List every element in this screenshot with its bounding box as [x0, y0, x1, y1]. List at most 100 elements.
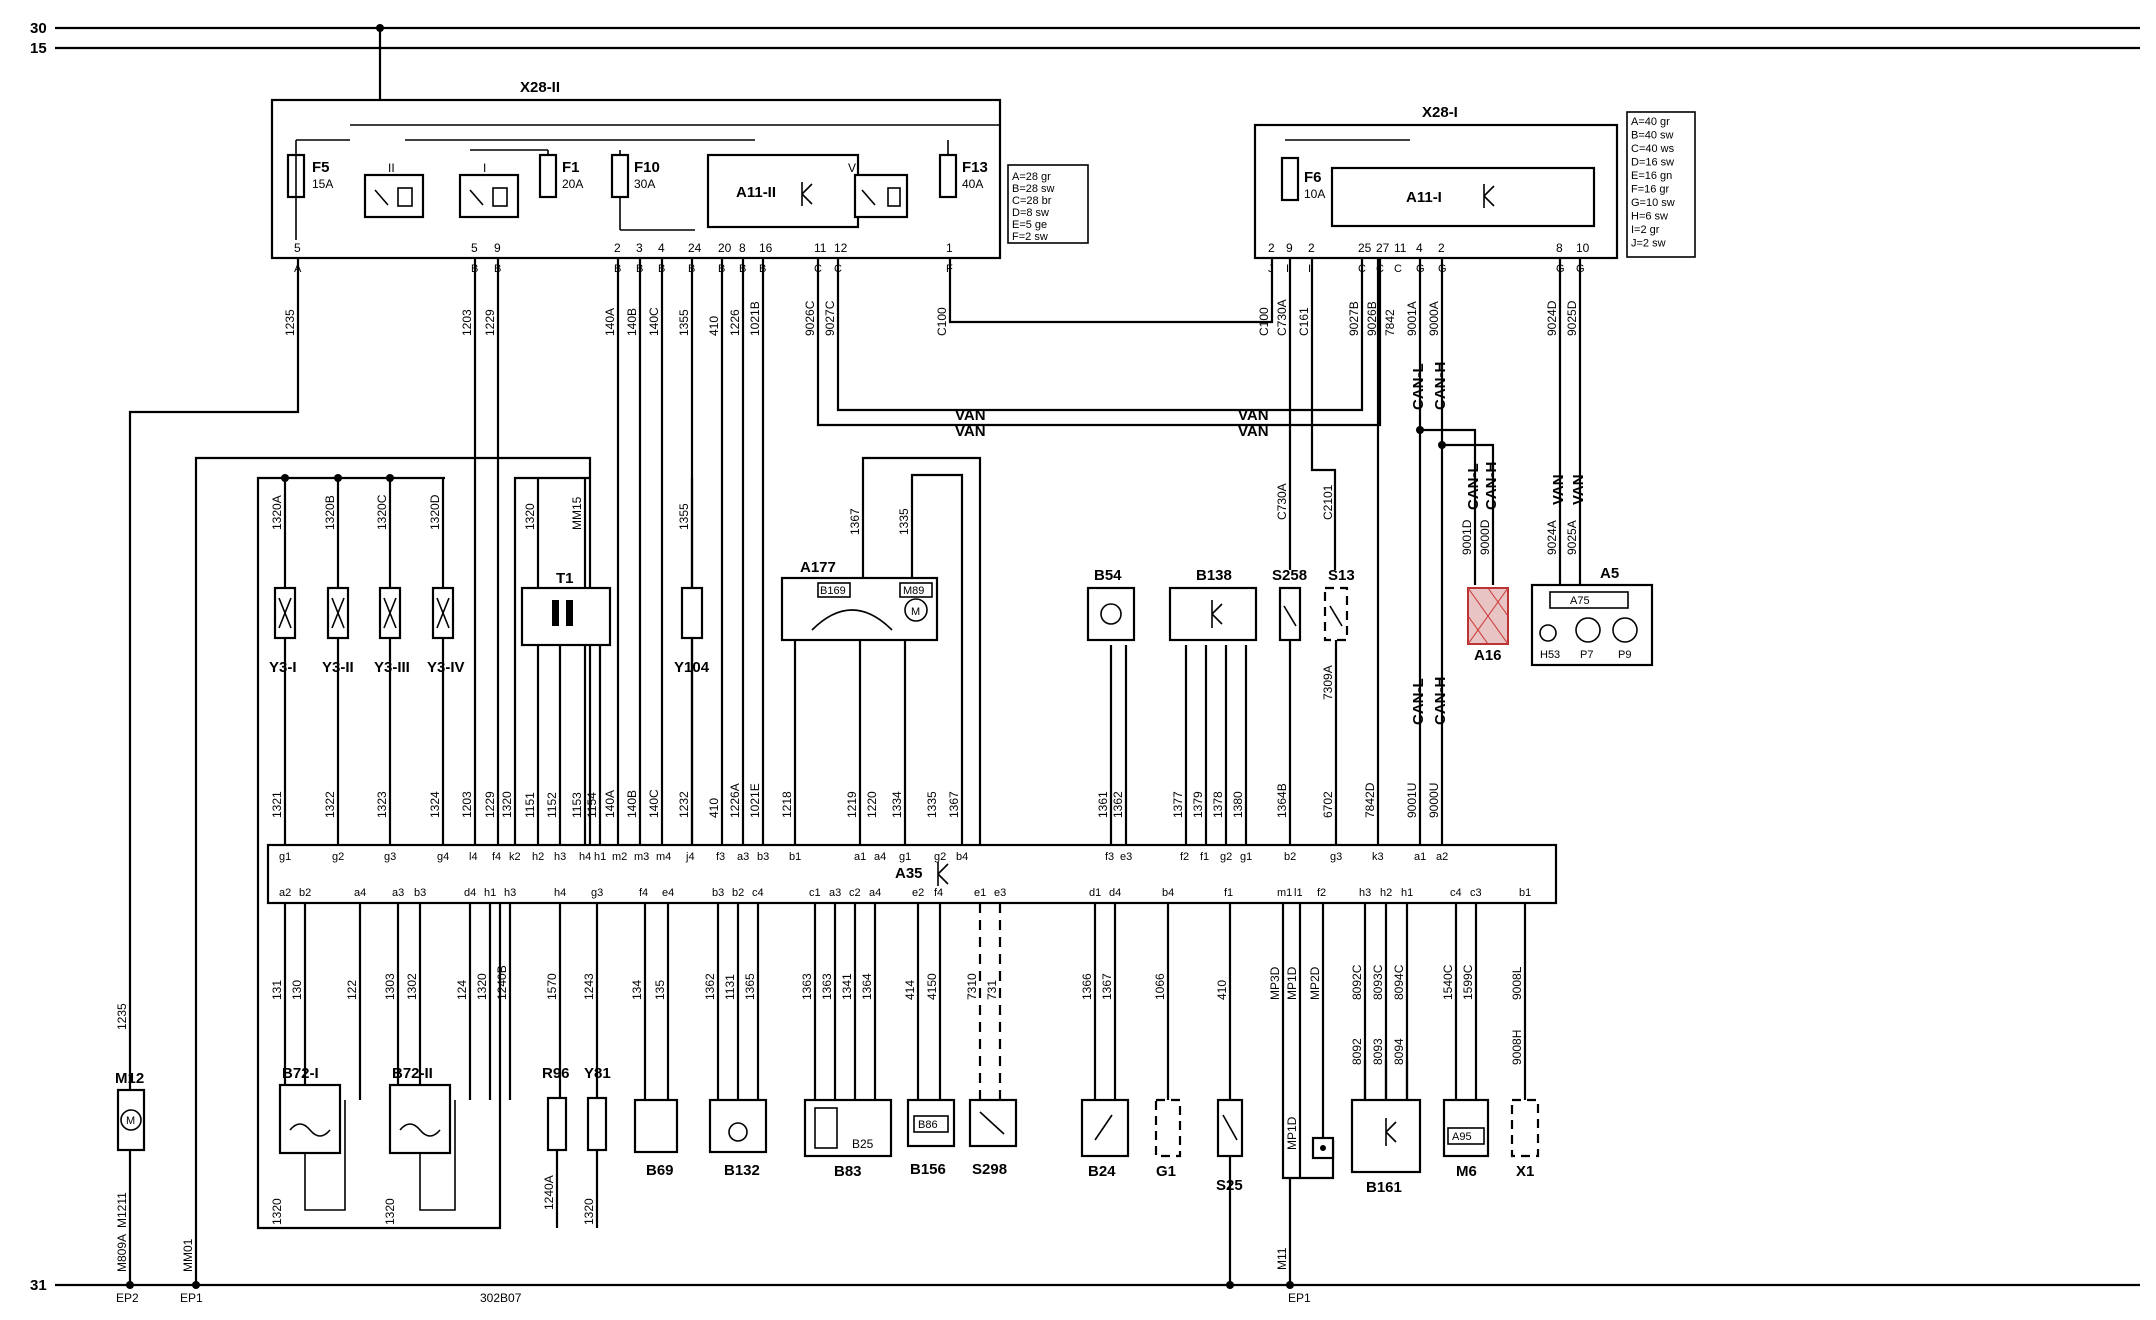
b54-label: B54 [1094, 567, 1122, 584]
a35-bottom-pin: m1 [1277, 887, 1292, 899]
upper-wire-label: 1355 [677, 309, 691, 336]
a35-bottom-wire-label: 1366 [1080, 973, 1094, 1000]
a35-top-pin: b4 [956, 851, 968, 863]
a35-bottom-pin: c2 [849, 887, 861, 899]
a35-bottom-wire-label: 131 [270, 980, 284, 1000]
a35-top-wire-label: 410 [707, 798, 721, 818]
upper-wire-label: C730A [1275, 299, 1289, 336]
a5-label: A5 [1600, 565, 1619, 582]
a35-bottom-pin: l1 [1294, 887, 1303, 899]
m12-label: M12 [115, 1070, 144, 1087]
a95-label: A95 [1452, 1131, 1472, 1143]
a35-bottom-wire-label: 410 [1215, 980, 1229, 1000]
a35-bottom-pin: g3 [591, 887, 603, 899]
a35-bottom-wire-label: 1131 [723, 974, 737, 1000]
lower-wire-label: M809A [115, 1234, 129, 1272]
a35-top-pin: h4 [579, 851, 591, 863]
x28-i-pin: 9 [1286, 241, 1293, 255]
x28-i-pin: 27 [1376, 241, 1390, 255]
b161-label: B161 [1366, 1179, 1402, 1196]
a35-top-pin: f4 [492, 851, 501, 863]
a35-top-pin: f1 [1200, 851, 1209, 863]
b25-label: B25 [852, 1137, 874, 1151]
a35-top-wire-label: 140C [647, 789, 661, 818]
lower-wire-label: 1320 [270, 1198, 284, 1225]
a35-top-pin: h2 [532, 851, 544, 863]
lower-wire-label: 1235 [115, 1003, 129, 1030]
a35-bottom-wire-label: 1243 [582, 973, 596, 1000]
a35-ecu: A35 1321g11322g21323g31324g41203l41229f4… [266, 782, 1558, 1100]
a35-top-pin: j4 [685, 851, 695, 863]
a35-top-pin: k2 [509, 851, 521, 863]
a35-top-pin: a3 [737, 851, 749, 863]
a35-bottom-wire-label: 731 [985, 980, 999, 1000]
a35-top-pin: a4 [874, 851, 886, 863]
module-a11-ii-label: A11-II [736, 184, 776, 201]
x28-ii-pin: 11 [814, 241, 827, 255]
lower-wire-label: 8094 [1392, 1038, 1406, 1065]
p9-label: P9 [1618, 649, 1631, 661]
mid-wire-label: 1320 [523, 503, 537, 530]
lower-wire-label: 1240A [542, 1175, 556, 1210]
power-rails: 30 15 31 EP2 EP1 302B07 EP1 [30, 20, 2140, 1305]
a35-top-wire-label: 1021E [748, 783, 762, 818]
a35-bottom-wire-label: MP1D [1285, 966, 1299, 1000]
can-l-label-3: CAN-L [1410, 678, 1427, 725]
a35-top-pin: g4 [437, 851, 449, 863]
r96-label: R96 [542, 1065, 570, 1082]
van-label-2: VAN [955, 423, 986, 440]
a35-top-pin: g1 [1240, 851, 1252, 863]
mid-wire-label: C730A [1275, 483, 1289, 520]
ground-ref: 302B07 [480, 1291, 522, 1305]
a35-top-pin: h1 [594, 851, 606, 863]
a75-label: A75 [1570, 595, 1590, 607]
a35-top-wire-label: 1334 [890, 791, 904, 818]
upper-wire-label: 9026C [803, 300, 817, 336]
legend-i-entry: A=40 gr [1631, 116, 1670, 128]
a35-bottom-pin: f4 [639, 887, 648, 899]
a35-bottom-pin: b3 [414, 887, 426, 899]
a35-bottom-wire-label: 1364 [860, 973, 874, 1000]
a35-bottom-pin: h3 [1359, 887, 1371, 899]
a35-top-wire-label: 1323 [375, 791, 389, 818]
mid-wire-label: 1367 [848, 508, 862, 535]
lower-wire-label: 1320 [582, 1198, 596, 1225]
a35-top-wire-label: 1219 [845, 791, 859, 818]
upper-wire-label: 9001A [1405, 301, 1419, 336]
x28-i-connector: C [1394, 263, 1402, 275]
a35-top-wire-label: 1324 [428, 791, 442, 818]
a35-top-wire-label: 6702 [1321, 791, 1335, 818]
a35-bottom-pin: e2 [912, 887, 924, 899]
a35-bottom-pin: d4 [1109, 887, 1121, 899]
a35-top-wire-label: 1322 [323, 791, 337, 818]
y3-label: Y3-I [269, 659, 297, 676]
a35-top-wire-label: 1154 [585, 792, 599, 818]
legend-ii-entry: F=2 sw [1012, 231, 1048, 243]
legend-ii-entry: D=8 sw [1012, 207, 1049, 219]
a35-bottom-wire-label: 1599C [1461, 964, 1475, 1000]
mid-wire-label: 1320C [375, 494, 389, 530]
a35-top-pin: g2 [332, 851, 344, 863]
rail-15-label: 15 [30, 40, 47, 57]
a35-top-wire-label: 140A [603, 790, 617, 818]
upper-wire-label: 1229 [483, 309, 497, 336]
a35-bottom-pin: e3 [994, 887, 1006, 899]
rail-31-label: 31 [30, 1277, 47, 1294]
upper-wire-label: 1203 [460, 309, 474, 336]
a35-bottom-wire-label: 1540C [1441, 964, 1455, 1000]
x28-ii-pin: 5 [294, 241, 301, 255]
x28-ii-title: X28-II [520, 79, 560, 96]
x28-ii-pin: 2 [614, 241, 621, 255]
mid-wire-label: C2101 [1321, 484, 1335, 520]
fuse-f6-rating: 10A [1304, 187, 1325, 201]
upper-wire-label: 140C [647, 307, 661, 336]
a35-bottom-pin: h3 [504, 887, 516, 899]
x28-ii-pin: 4 [658, 241, 665, 255]
can-h-label-3: CAN-H [1432, 677, 1449, 725]
a35-top-pin: a1 [1414, 851, 1426, 863]
legend-x28-i: A=40 grB=40 swC=40 wsD=16 swE=16 gnF=16 … [1626, 111, 1696, 258]
upper-wire-label: 9026B [1365, 301, 1379, 336]
van-label-5: VAN [1550, 474, 1567, 505]
legend-i-entry: J=2 sw [1631, 238, 1666, 250]
